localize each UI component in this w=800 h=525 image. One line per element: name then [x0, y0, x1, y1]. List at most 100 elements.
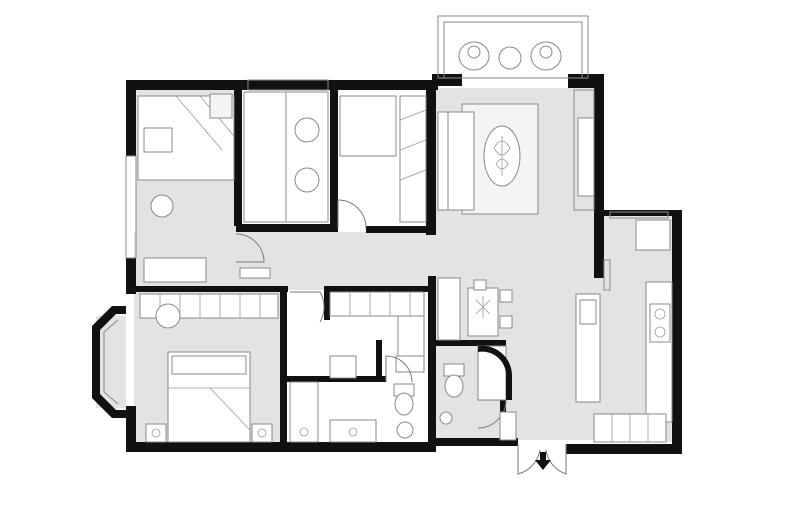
wall-south-bath [436, 438, 518, 446]
master-nightstand-right [251, 423, 273, 443]
kitchen [575, 211, 673, 443]
wall-bed2-east [330, 88, 338, 232]
wall-bath-west [428, 276, 436, 452]
balcony-chair-left [458, 41, 490, 71]
wall-east-kitchen [672, 210, 682, 454]
balcony-rail-inner [443, 21, 583, 79]
ensuite-toilet [393, 383, 415, 416]
living-room [437, 89, 595, 215]
bedroom-3 [337, 95, 427, 229]
wall-south-left [126, 442, 436, 452]
wall-corridor-right [324, 286, 434, 292]
entrance [517, 444, 567, 475]
corridor-wardrobe-2 [397, 315, 425, 357]
wall-wardrobe-div [324, 286, 330, 320]
sofa-back [437, 111, 449, 211]
ensuite-cabinet [395, 355, 425, 373]
guest-toilet [443, 363, 465, 398]
window-north-mid [247, 79, 329, 91]
master-blanket [168, 387, 251, 431]
wall-west-lower [126, 406, 136, 452]
bed-2-lamp-top [294, 117, 320, 143]
wall-master-top [134, 286, 288, 292]
ensuite-tub [329, 355, 357, 379]
bed-1-door[interactable] [235, 233, 265, 263]
wall-bed3-bottom [366, 226, 434, 233]
guest-bath-door[interactable] [477, 399, 507, 429]
wall-living-west [426, 80, 436, 235]
bed-3-bed [339, 95, 397, 157]
coffee-table-decor [493, 136, 511, 176]
wall-kitchen-north [600, 210, 682, 216]
kitchen-fridge [635, 219, 671, 251]
bay-window-frame [92, 306, 126, 418]
window-living-east [573, 89, 595, 211]
master-pillows [171, 355, 247, 375]
master-nightstand-left [145, 423, 167, 443]
tv-cabinet [577, 117, 595, 197]
bed-1-lamp [150, 194, 174, 218]
wall-south-kitchen [566, 444, 680, 454]
entrance-arrow-icon [535, 452, 551, 470]
guest-shower-curve [478, 345, 513, 400]
ensuite-door[interactable] [385, 355, 413, 383]
bay-window [92, 306, 126, 418]
bed-3-wardrobe [399, 95, 427, 223]
dining-bench [437, 277, 461, 341]
kitchen-counter-east [645, 281, 673, 423]
balcony [437, 15, 589, 79]
wall-ensuite-top [286, 376, 386, 382]
wall-bed2-bottom [234, 224, 334, 232]
bed-1-pillow [143, 127, 173, 153]
bay-window-glass [103, 319, 119, 405]
dining-chair-2 [499, 289, 513, 303]
master-armchair [155, 303, 181, 329]
wall-master-east [280, 286, 287, 446]
ensuite-bath [289, 355, 425, 443]
entrance-door-right[interactable] [545, 444, 567, 475]
corridor-doors [235, 233, 325, 323]
bed-1-desk [143, 257, 207, 283]
shoe-cabinet [499, 411, 517, 441]
entrance-door-left[interactable] [517, 444, 541, 475]
wall-bed1-east [234, 88, 242, 230]
bedroom-1 [125, 93, 235, 283]
sofa [437, 111, 475, 211]
master-door[interactable] [290, 291, 325, 323]
ensuite-sink [396, 421, 414, 439]
guest-sink [439, 411, 453, 425]
bed-3-door[interactable] [337, 199, 367, 229]
balcony-table [498, 46, 522, 70]
wall-ensuite-mid [376, 340, 382, 380]
dining-chair-1 [473, 279, 487, 291]
window-west [125, 155, 137, 259]
wall-bath-top [436, 340, 506, 346]
dining-area [437, 277, 513, 341]
guest-bath [439, 345, 517, 441]
kitchen-partition [603, 259, 611, 291]
kitchen-stove [649, 303, 671, 343]
dining-table-decor [475, 296, 491, 318]
wall-balcony-west [432, 74, 462, 86]
kitchen-window [609, 211, 669, 219]
master-wardrobe-lines [159, 294, 261, 318]
master-bedroom [139, 293, 279, 443]
balcony-chair-right [530, 41, 562, 71]
dining-chair-3 [499, 315, 513, 329]
wall-west-upper [126, 80, 136, 156]
bed-3-wardrobe-lines [399, 109, 427, 181]
kitchen-sink [579, 299, 597, 325]
wall-east-living [594, 88, 604, 278]
corridor-wardrobe-1 [329, 291, 425, 317]
bed-2-lamp-bottom [294, 167, 320, 193]
ensuite-shower [289, 381, 319, 443]
bay-window-floor [96, 316, 126, 408]
wall-north-left [126, 80, 438, 90]
corridor-cabinet [239, 267, 271, 279]
wall-balcony-east [568, 74, 604, 88]
wall-bed1-bottom [136, 226, 236, 232]
bedroom-2 [243, 79, 329, 223]
ensuite-vanity [329, 419, 377, 443]
wall-west-mid [126, 258, 136, 294]
